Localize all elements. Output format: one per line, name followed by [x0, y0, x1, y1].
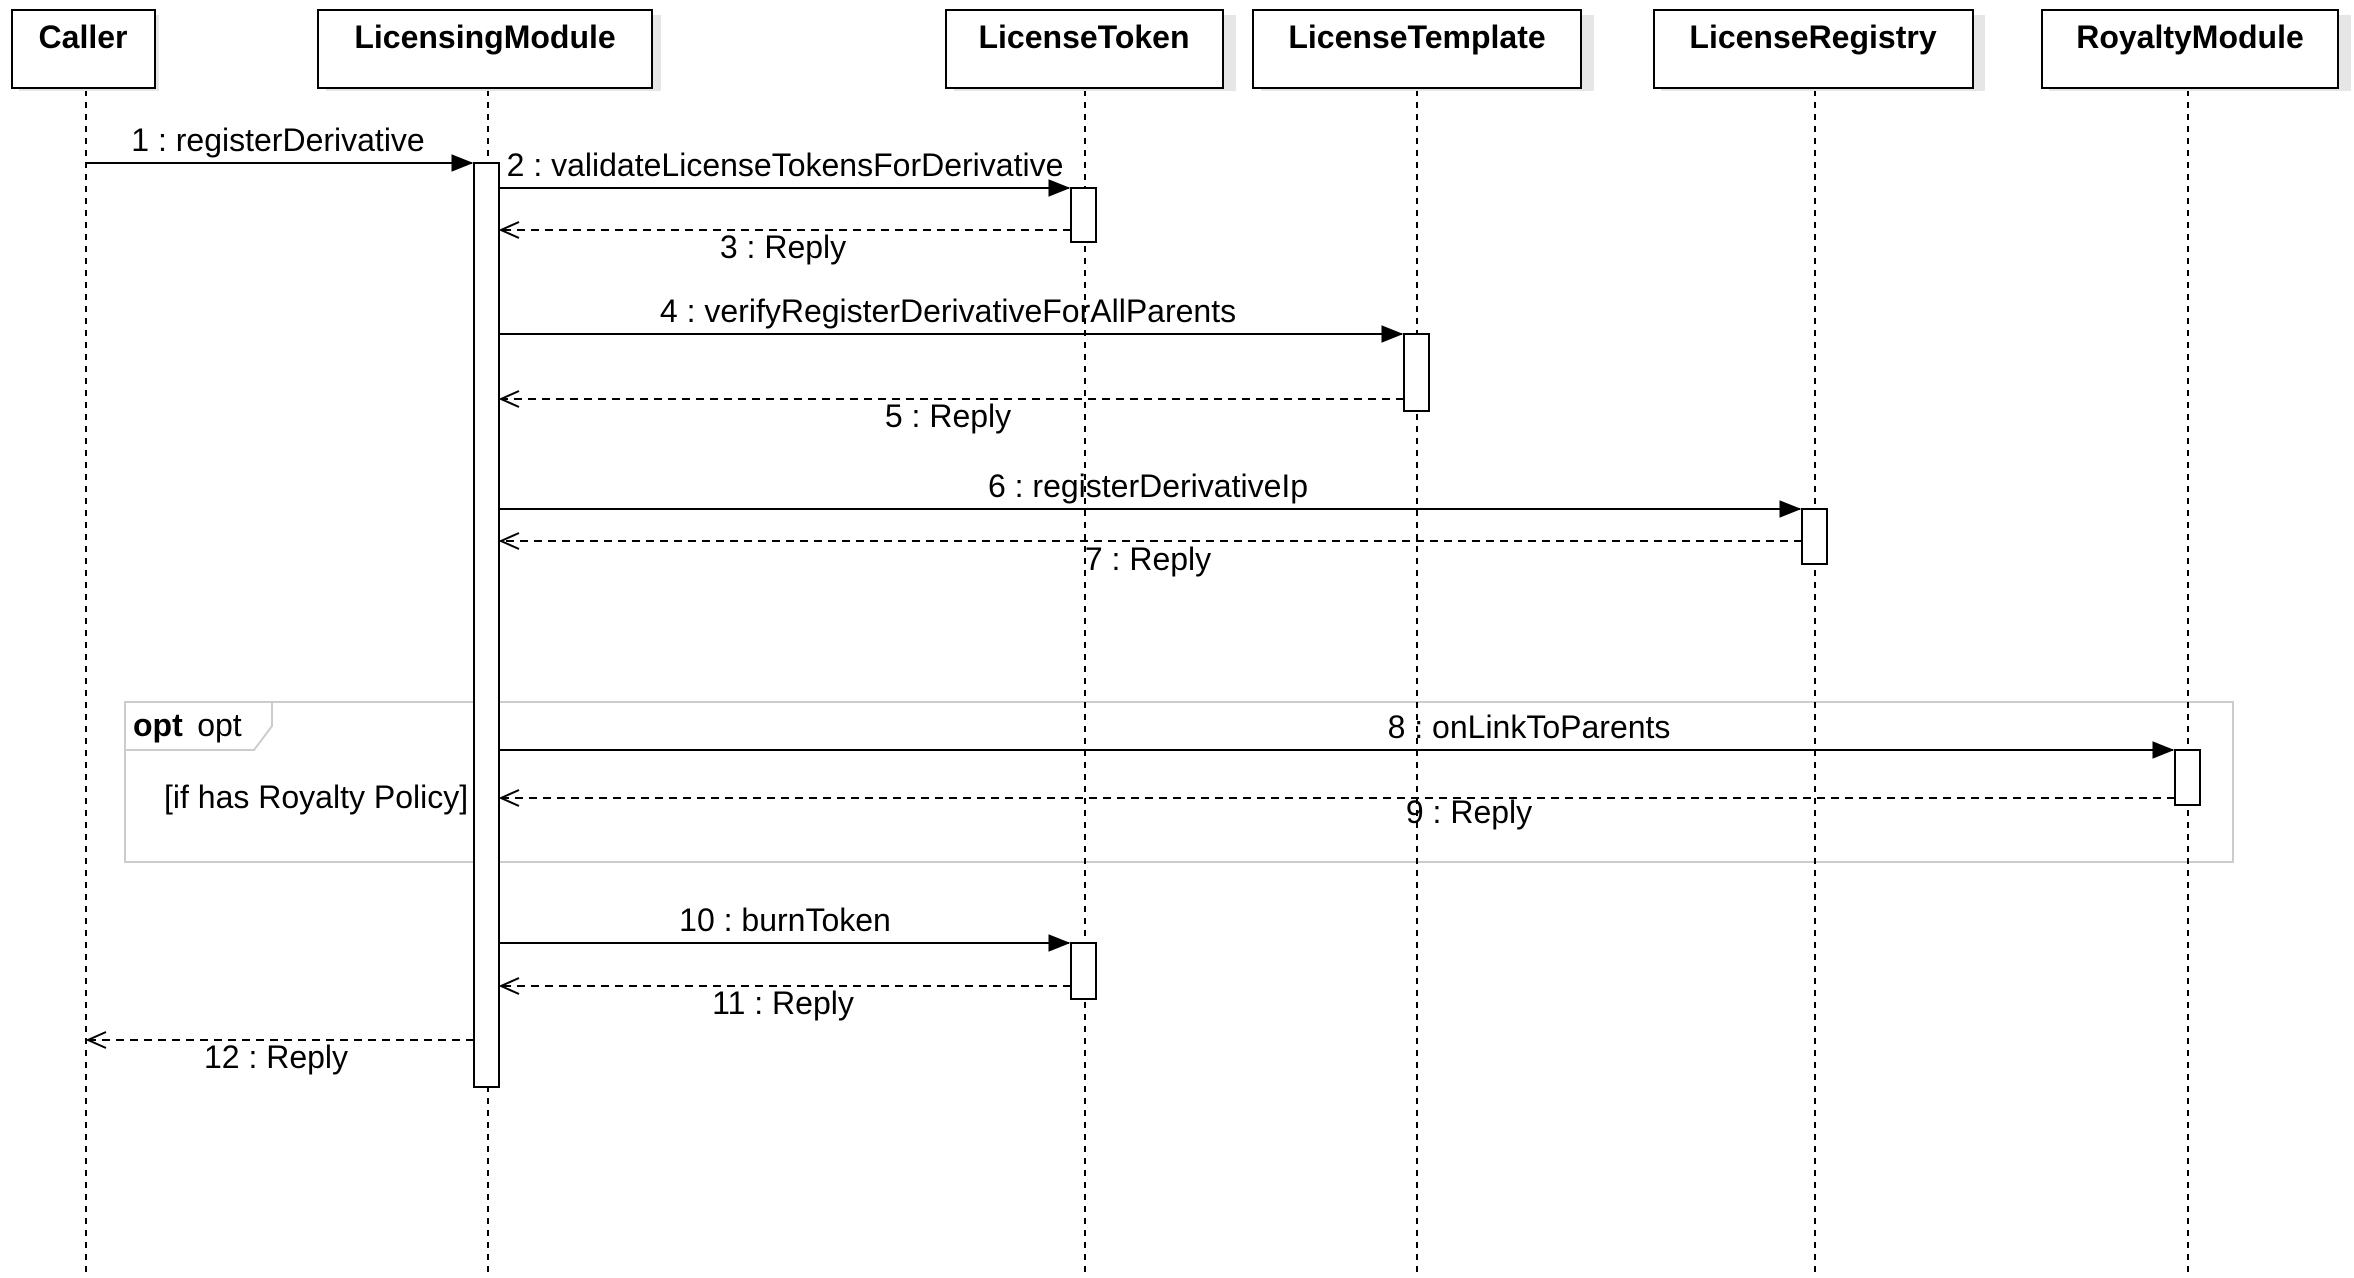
participant-name: LicenseTemplate [1288, 19, 1545, 55]
arrowhead [498, 789, 520, 807]
arrowhead [498, 532, 520, 550]
participant-licensetemplate: LicenseTemplate [1252, 9, 1594, 91]
activation-royaltymodule [2174, 749, 2201, 806]
participant-royaltymodule: RoyaltyModule [2041, 9, 2351, 91]
arrowhead [1779, 500, 1802, 518]
opt-fragment-name: opt [197, 707, 242, 743]
opt-fragment-header: opt opt [133, 707, 242, 743]
participant-box [2041, 9, 2339, 89]
message-3: 3 : Reply [498, 221, 1071, 265]
message-label: 8 : onLinkToParents [1388, 709, 1671, 745]
opt-fragment-tab [124, 701, 273, 751]
message-7: 7 : Reply [498, 532, 1802, 577]
arrowhead [451, 154, 474, 172]
participant-name: LicensingModule [354, 19, 615, 55]
opt-fragment: opt opt [if has Royalty Policy] [124, 701, 2234, 863]
message-10: 10 : burnToken [499, 902, 1071, 952]
participant-name: RoyaltyModule [2076, 19, 2304, 55]
message-5: 5 : Reply [498, 390, 1404, 434]
participant-licenseregistry: LicenseRegistry [1653, 9, 1985, 91]
message-label: 9 : Reply [1406, 794, 1532, 830]
participant-box [11, 9, 156, 89]
participant-caller: Caller [11, 9, 159, 91]
message-11: 11 : Reply [498, 977, 1071, 1021]
activations [473, 162, 2201, 1088]
participant-name: LicenseToken [978, 19, 1189, 55]
opt-fragment-keyword: opt [133, 707, 183, 743]
message-label: 1 : registerDerivative [131, 122, 424, 158]
lifelines [85, 90, 2189, 1278]
message-label: 6 : registerDerivativeIp [988, 468, 1308, 504]
participant-licensingmodule: LicensingModule [317, 9, 661, 91]
activation-licensetoken [1070, 942, 1097, 1000]
opt-fragment-frame [124, 701, 2234, 863]
activation-licensetoken [1070, 187, 1097, 243]
message-label: 10 : burnToken [679, 902, 891, 938]
arrowhead [85, 1031, 107, 1049]
message-label: 4 : verifyRegisterDerivativeForAllParent… [660, 293, 1236, 329]
participant-name: Caller [39, 19, 128, 55]
arrowhead [1381, 325, 1404, 343]
message-label: 2 : validateLicenseTokensForDerivative [507, 147, 1064, 183]
activation-licensingmodule [473, 162, 500, 1088]
message-label: 3 : Reply [720, 229, 846, 265]
arrowhead [498, 390, 520, 408]
participant-box [945, 9, 1224, 89]
messages: 1 : registerDerivative 2 : validateLicen… [85, 122, 2175, 1075]
arrowhead [498, 977, 520, 995]
message-2: 2 : validateLicenseTokensForDerivative [499, 147, 1071, 197]
participant-box [317, 9, 653, 89]
message-label: 12 : Reply [204, 1039, 348, 1075]
message-4: 4 : verifyRegisterDerivativeForAllParent… [499, 293, 1404, 343]
message-label: 5 : Reply [885, 398, 1011, 434]
opt-fragment-guard: [if has Royalty Policy] [164, 779, 468, 815]
message-label: 11 : Reply [712, 985, 854, 1021]
message-label: 7 : Reply [1085, 541, 1211, 577]
activation-licenseregistry [1801, 508, 1828, 565]
message-1: 1 : registerDerivative [86, 122, 474, 172]
message-6: 6 : registerDerivativeIp [499, 468, 1802, 518]
message-12: 12 : Reply [85, 1031, 474, 1075]
participant-licensetoken: LicenseToken [945, 9, 1236, 91]
activation-licensetemplate [1403, 333, 1430, 412]
arrowhead [2152, 741, 2175, 759]
participant-box [1653, 9, 1974, 89]
arrowhead [1048, 934, 1071, 952]
message-8: 8 : onLinkToParents [499, 709, 2175, 759]
arrowhead [1048, 179, 1071, 197]
participant-box [1252, 9, 1582, 89]
participants: Caller LicensingModule LicenseToken Lice… [11, 9, 2351, 91]
arrowhead [498, 221, 520, 239]
message-9: 9 : Reply [498, 789, 2175, 830]
participant-name: LicenseRegistry [1689, 19, 1936, 55]
